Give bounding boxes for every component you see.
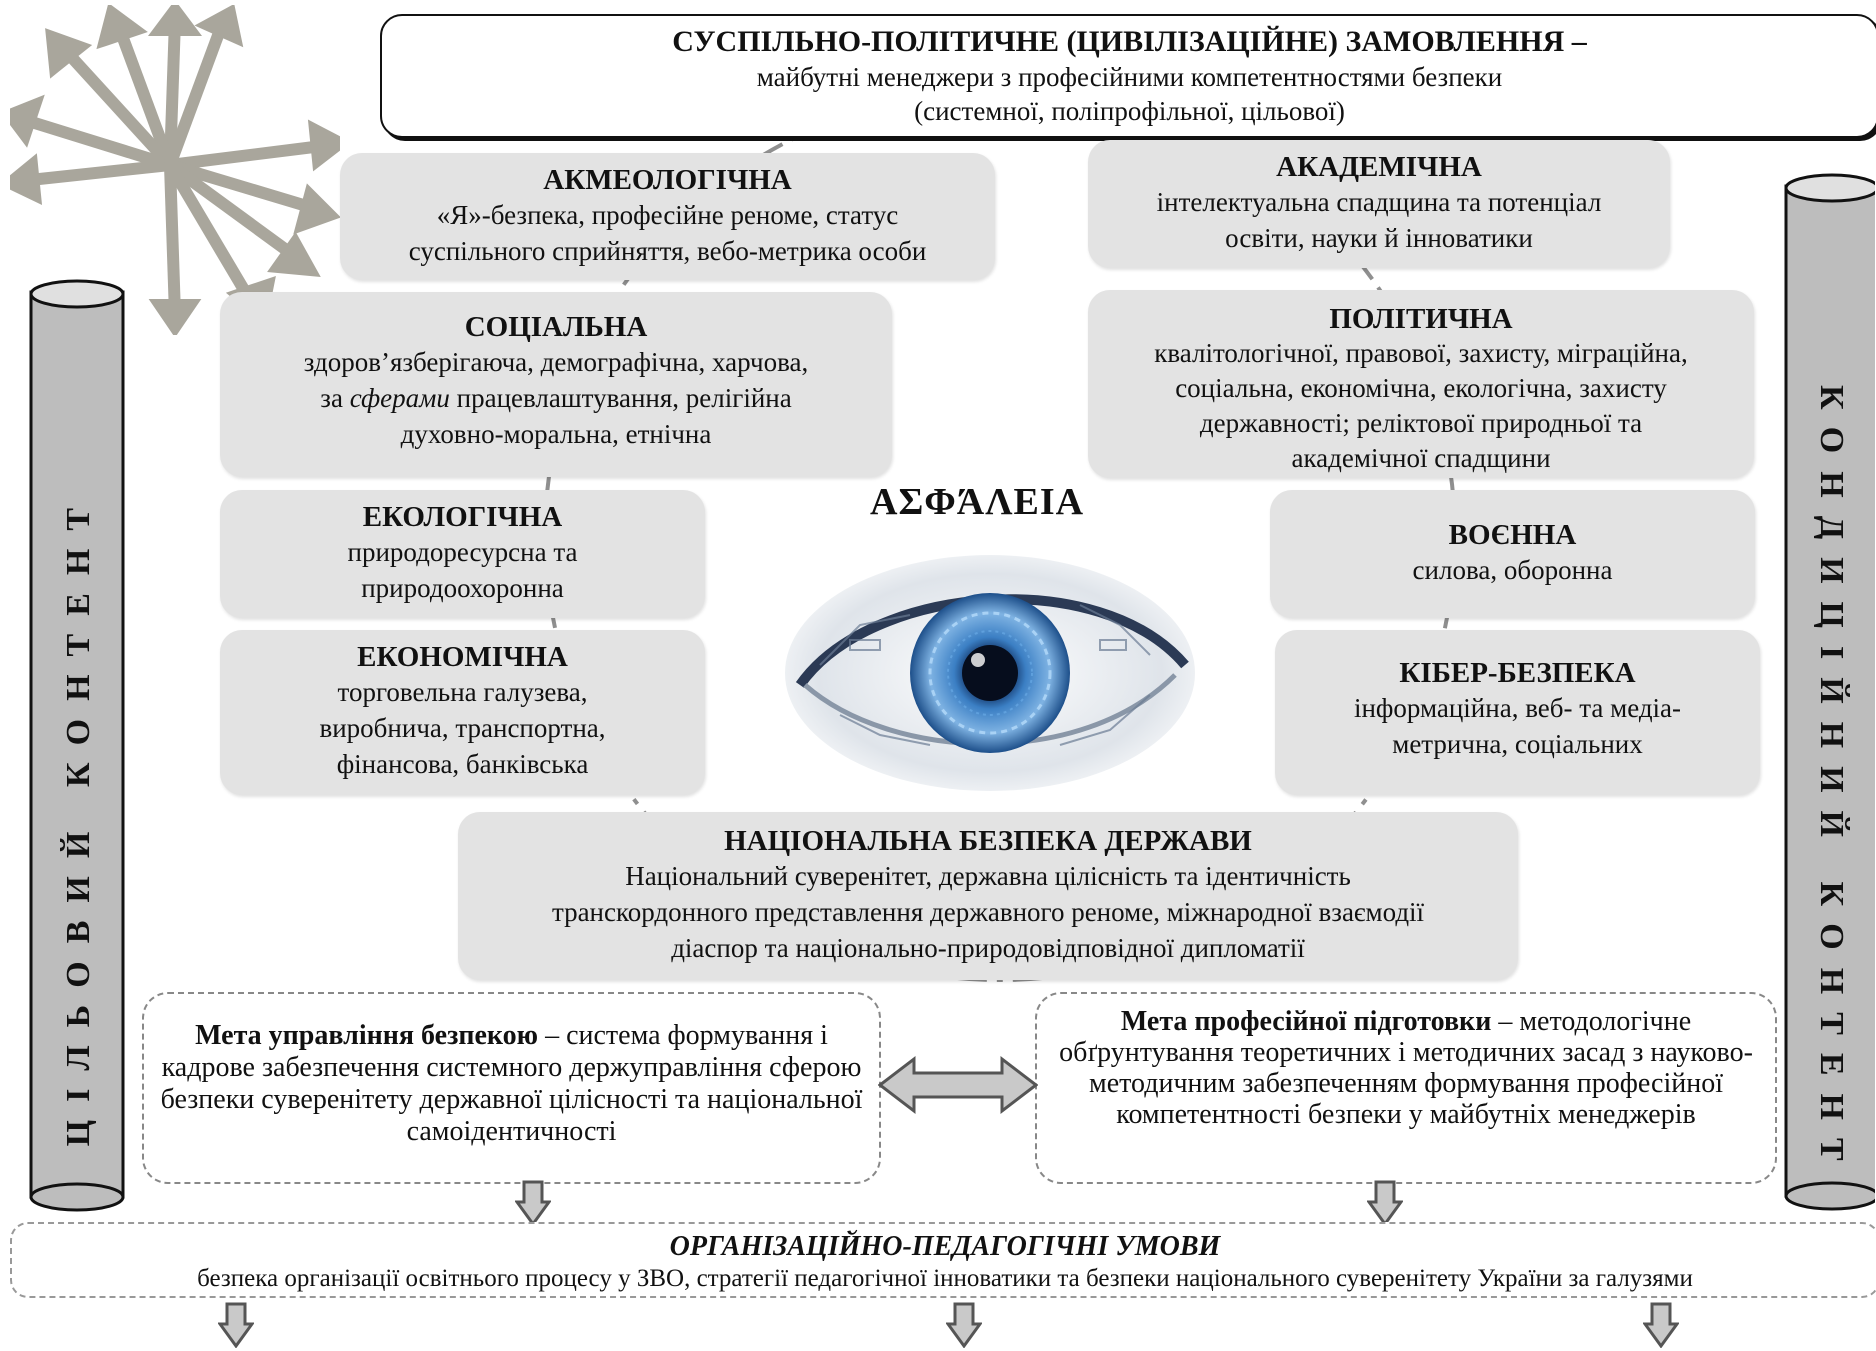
goal-management: Мета управління безпекою – система форму… [142, 992, 881, 1184]
box-line: діаспор та національно-природовідповідно… [671, 933, 1305, 963]
box-economic: ЕКОНОМІЧНА торговельна галузева, виробни… [220, 630, 705, 795]
box-title: ЕКОНОМІЧНА [357, 641, 568, 673]
left-cylinder-label: ЦІЛЬОВИЙ КОНТЕНТ [60, 490, 97, 1147]
box-title: СОЦІАЛЬНА [464, 311, 648, 343]
box-cyber: КІБЕР-БЕЗПЕКА інформаційна, веб- та меді… [1275, 630, 1760, 795]
goal-management-text: Мета управління безпекою – система форму… [160, 1020, 863, 1147]
box-line: освіти, науки й інноватики [1225, 223, 1533, 253]
down-arrow-icon [1367, 1180, 1403, 1226]
double-arrow-icon [878, 1055, 1038, 1115]
box-line: торговельна галузева, [337, 677, 588, 707]
down-arrow-icon [1643, 1302, 1679, 1348]
box-line: інтелектуальна спадщина та потенціал [1156, 187, 1602, 217]
box-title: АКАДЕМІЧНА [1276, 151, 1482, 183]
box-line: природоресурсна та [347, 537, 578, 567]
box-title: АКМЕОЛОГІЧНА [543, 164, 792, 196]
box-line: духовно-моральна, етнічна [400, 419, 712, 449]
box-line: здоров’язберігаюча, демографічна, харчов… [303, 347, 809, 377]
box-title: ЕКОЛОГІЧНА [362, 501, 563, 533]
box-political: ПОЛІТИЧНА кваліто­логічної, правової, за… [1088, 290, 1754, 478]
box-akmeo: АКМЕОЛОГІЧНА «Я»-безпека, професійне рен… [340, 153, 995, 280]
box-line: за сферами працевлаштування, релігійна [320, 383, 792, 413]
box-social: СОЦІАЛЬНА здоров’язберігаюча, демографіч… [220, 292, 892, 477]
box-military: ВОЄННА силова, оборонна [1270, 490, 1755, 618]
box-title: КІБЕР-БЕЗПЕКА [1399, 657, 1636, 689]
conditions-text: безпека організації освітнього процесу у… [197, 1265, 1693, 1292]
box-line: соціальна, економічна, екологічна, захис… [1175, 373, 1667, 403]
box-line: фінансова, банківська [336, 749, 589, 779]
box-line: академічної спадщини [1291, 443, 1551, 473]
goal-training: Мета професійної підготовки – методологі… [1035, 992, 1777, 1184]
box-ecological: ЕКОЛОГІЧНА природоресурсна та природоохо… [220, 490, 705, 618]
box-line: «Я»-безпека, професійне реноме, статус [436, 200, 899, 230]
down-arrow-icon [218, 1302, 254, 1348]
eye-icon [785, 555, 1195, 791]
down-arrow-icon [946, 1302, 982, 1348]
goal-training-text: Мета професійної підготовки – методологі… [1059, 1006, 1753, 1130]
box-line: кваліто­логічної, правової, захисту, міг… [1154, 338, 1688, 368]
box-academic: АКАДЕМІЧНА інтелектуальна спадщина та по… [1088, 140, 1670, 268]
header-title: СУСПІЛЬНО-ПОЛІТИЧНЕ (ЦИВІЛІЗАЦІЙНЕ) ЗАМО… [672, 25, 1587, 58]
center-title: ΑΣΦΆΛΕΙΑ [870, 481, 1085, 523]
left-cylinder [29, 279, 125, 1212]
header-line2: (системної, поліпрофільної, цільової) [914, 96, 1345, 126]
box-title: ВОЄННА [1448, 519, 1577, 551]
conditions-box: ОРГАНІЗАЦІЙНО-ПЕДАГОГІЧНІ УМОВИ безпека … [10, 1222, 1876, 1298]
box-line: державності; реліктової природньої та [1199, 408, 1643, 438]
right-cylinder [1784, 173, 1875, 1211]
down-arrow-icon [515, 1180, 551, 1226]
box-line: суспільного сприйняття, вебо-метрика осо… [408, 236, 927, 266]
header-box: СУСПІЛЬНО-ПОЛІТИЧНЕ (ЦИВІЛІЗАЦІЙНЕ) ЗАМО… [380, 14, 1876, 138]
header-line1: майбутні менеджери з професійними компет… [756, 62, 1503, 92]
box-national: НАЦІОНАЛЬНА БЕЗПЕКА ДЕРЖАВИ Національний… [458, 812, 1518, 980]
box-title: ПОЛІТИЧНА [1329, 303, 1513, 335]
box-line: транскордонного представлення державного… [551, 897, 1425, 927]
box-line: виробнича, транспортна, [319, 713, 606, 743]
box-line: силова, оборонна [1412, 555, 1613, 585]
box-line: інформаційна, веб- та медіа- [1353, 693, 1682, 723]
right-cylinder-label: КОНДИЦІЙНИЙ КОНТЕНТ [1813, 385, 1850, 1179]
box-line: природоохоронна [361, 573, 564, 603]
conditions-title: ОРГАНІЗАЦІЙНО-ПЕДАГОГІЧНІ УМОВИ [669, 1231, 1221, 1262]
box-title: НАЦІОНАЛЬНА БЕЗПЕКА ДЕРЖАВИ [724, 825, 1252, 857]
box-line: метрична, соціальних [1392, 729, 1643, 759]
box-line: Національний суверенітет, державна ціліс… [625, 861, 1351, 891]
